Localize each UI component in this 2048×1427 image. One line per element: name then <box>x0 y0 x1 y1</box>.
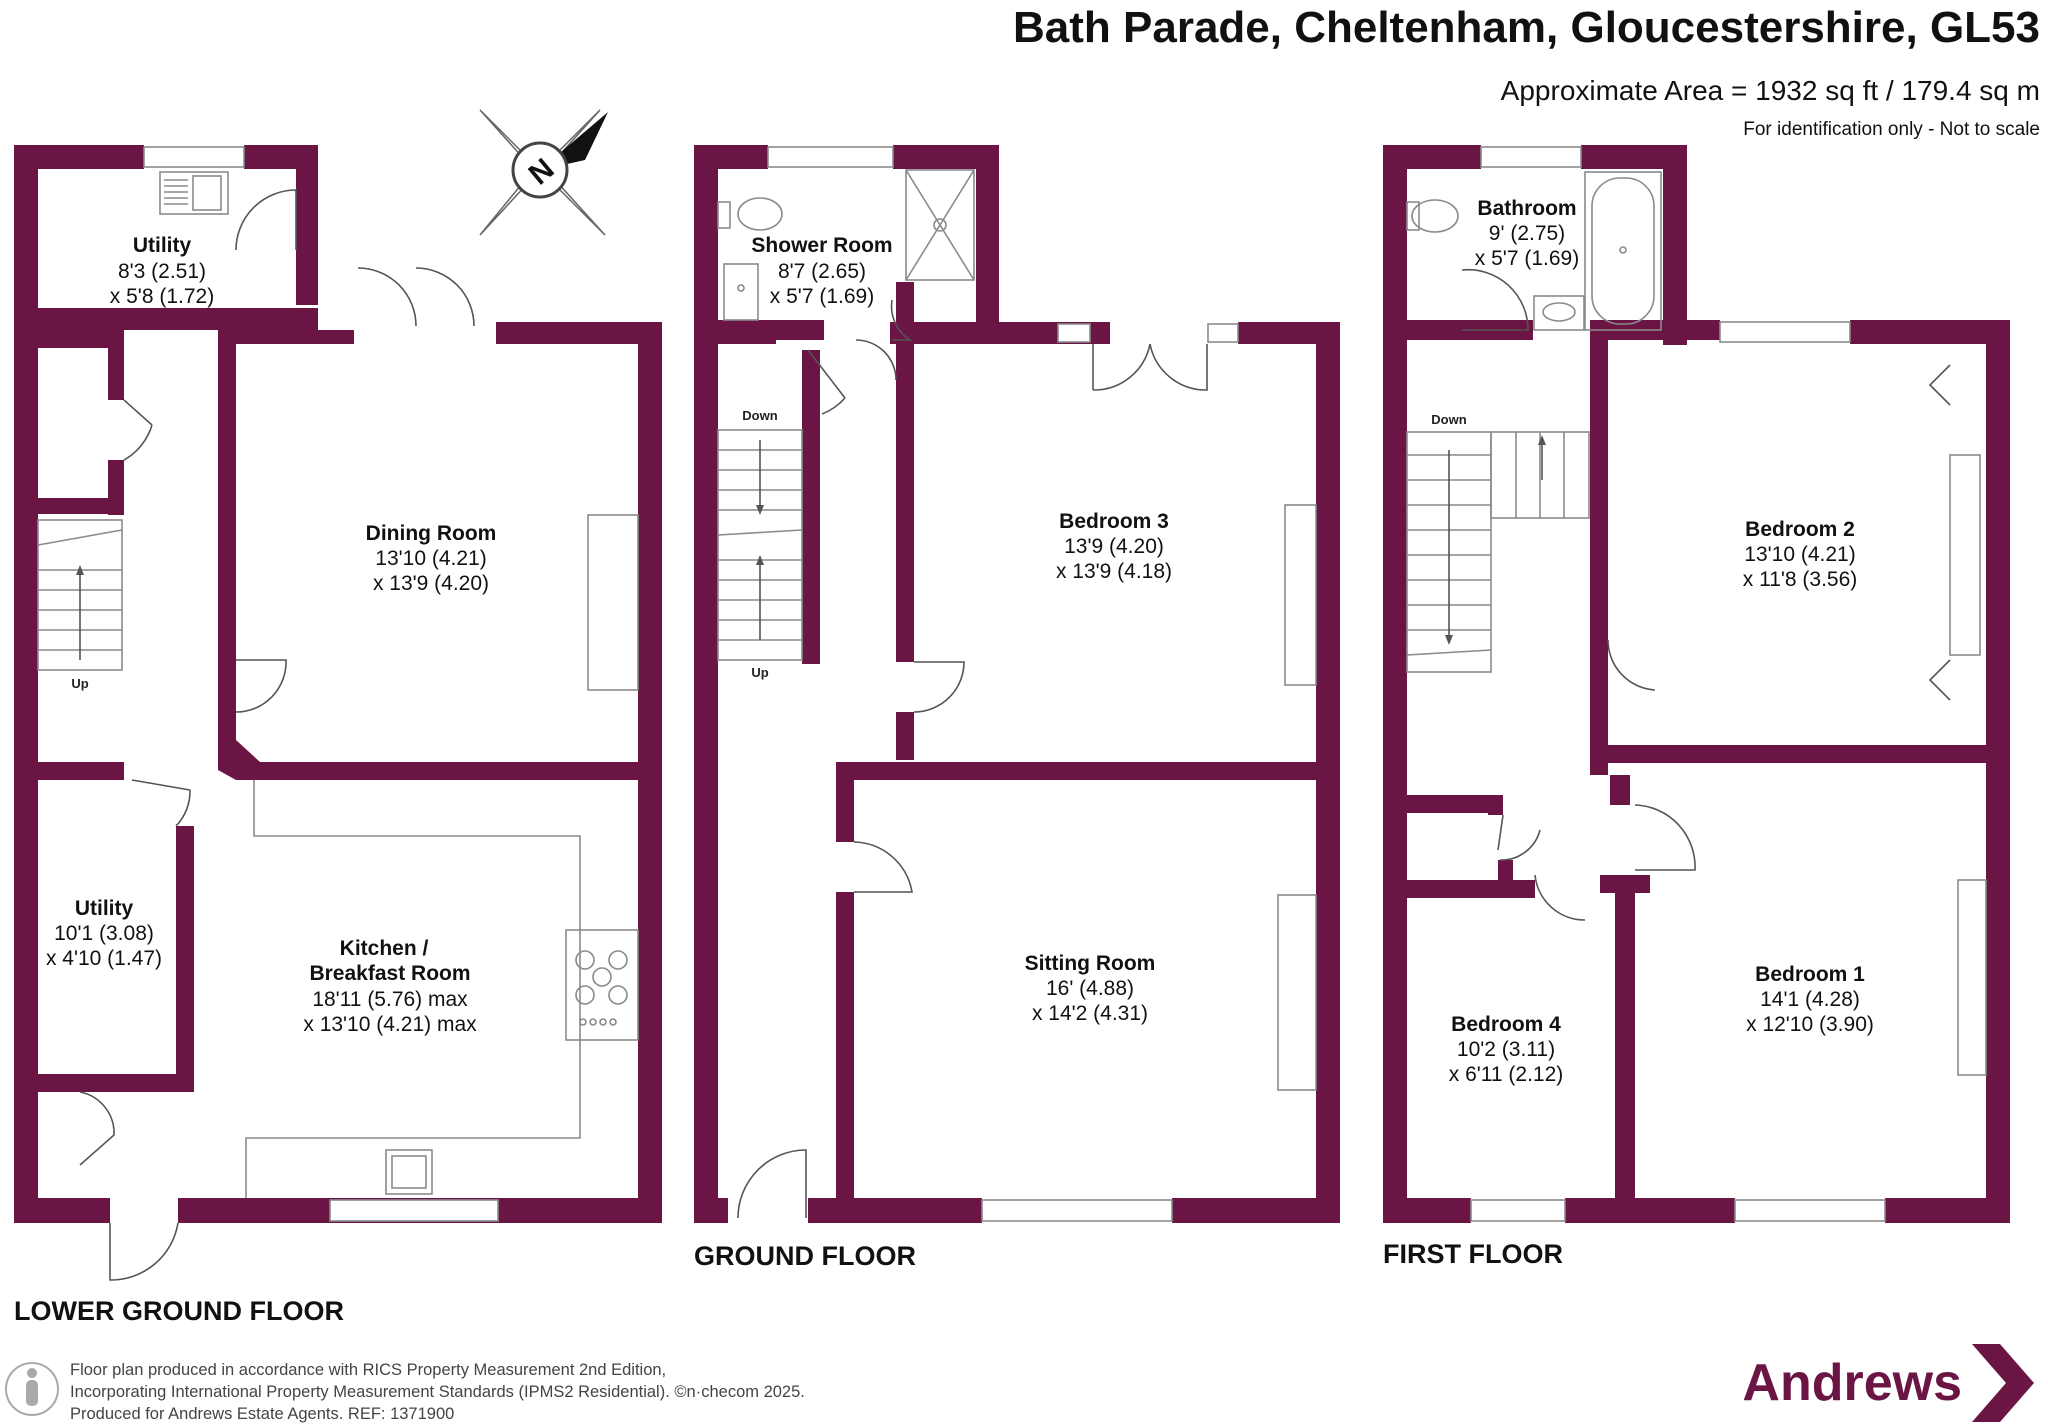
room-dim-dining-2: x 13'9 (4.20) <box>373 572 489 595</box>
disclaimer: For identification only - Not to scale <box>1743 119 2040 140</box>
room-name-bedroom3: Bedroom 3 <box>1059 510 1169 533</box>
room-name-bathroom: Bathroom <box>1477 197 1576 220</box>
room-name-bedroom4: Bedroom 4 <box>1451 1013 1561 1036</box>
stairs-up-label: Up <box>71 676 88 691</box>
ground-floor-plan: Down Up Shower Room 8'7 (2.65) x 5'7 (1.… <box>694 145 1340 1271</box>
room-name-dining: Dining Room <box>366 522 497 545</box>
room-dim-bedroom3-1: 13'9 (4.20) <box>1064 535 1164 558</box>
room-dim-kitchen-1: 18'11 (5.76) max <box>312 988 468 1011</box>
room-dim-shower-2: x 5'7 (1.69) <box>770 285 874 308</box>
first-floor-plan: Down Bathroom 9' (2.75) x 5'7 (1.69) Bed… <box>1383 145 2010 1269</box>
floor-label-lower: LOWER GROUND FLOOR <box>14 1296 344 1326</box>
room-dim-bedroom1-2: x 12'10 (3.90) <box>1746 1013 1874 1036</box>
room-dim-bedroom2-2: x 11'8 (3.56) <box>1743 568 1858 591</box>
accessibility-icon <box>5 1362 59 1416</box>
room-dim-bedroom4-2: x 6'11 (2.12) <box>1449 1063 1564 1086</box>
room-name-bedroom1: Bedroom 1 <box>1755 963 1865 986</box>
footer-line-2: Incorporating International Property Mea… <box>70 1383 805 1401</box>
room-dim-sitting-2: x 14'2 (4.31) <box>1032 1002 1148 1025</box>
room-dim-bathroom-1: 9' (2.75) <box>1489 222 1565 245</box>
footer-line-3: Produced for Andrews Estate Agents. REF:… <box>70 1405 454 1423</box>
floor-label-ground: GROUND FLOOR <box>694 1241 916 1271</box>
room-name-kitchen-1: Kitchen / <box>340 937 429 960</box>
room-dim-bathroom-2: x 5'7 (1.69) <box>1475 247 1579 270</box>
room-dim-bedroom4-1: 10'2 (3.11) <box>1457 1038 1555 1061</box>
room-name-sitting: Sitting Room <box>1025 952 1156 975</box>
first-stairs: Down <box>1406 412 1590 673</box>
room-name-shower: Shower Room <box>751 234 892 257</box>
compass-icon: N <box>479 109 608 236</box>
brand-logo-text: Andrews <box>1742 1354 1962 1412</box>
room-dim-bedroom1-1: 14'1 (4.28) <box>1760 988 1860 1011</box>
room-dim-bedroom3-2: x 13'9 (4.18) <box>1056 560 1172 583</box>
room-dim-bedroom2-1: 13'10 (4.21) <box>1744 543 1855 566</box>
footer-line-1: Floor plan produced in accordance with R… <box>70 1361 666 1379</box>
room-dim-utility-left-2: x 4'10 (1.47) <box>46 947 162 970</box>
stairs-down-label-ground: Down <box>742 408 777 423</box>
room-name-kitchen-2: Breakfast Room <box>309 962 470 985</box>
room-dim-utility-top-2: x 5'8 (1.72) <box>110 285 214 308</box>
room-dim-kitchen-2: x 13'10 (4.21) max <box>303 1013 477 1036</box>
room-dim-dining-1: 13'10 (4.21) <box>375 547 486 570</box>
room-dim-utility-top-1: 8'3 (2.51) <box>118 260 206 283</box>
approximate-area: Approximate Area = 1932 sq ft / 179.4 sq… <box>1501 75 2040 106</box>
property-title: Bath Parade, Cheltenham, Gloucestershire… <box>1013 3 2040 52</box>
room-dim-sitting-1: 16' (4.88) <box>1046 977 1134 1000</box>
stairs-down-label-first: Down <box>1431 412 1466 427</box>
room-name-bedroom2: Bedroom 2 <box>1745 518 1855 541</box>
lower-ground-floor-plan: Up Utility 8'3 (2.51) x 5'8 (1.72) Dinin… <box>14 145 662 1326</box>
room-dim-shower-1: 8'7 (2.65) <box>778 260 866 283</box>
ground-stairs: Down Up <box>717 408 803 680</box>
room-dim-utility-left-1: 10'1 (3.08) <box>54 922 154 945</box>
stairs-up-label-ground: Up <box>751 665 768 680</box>
brand-chevron-icon <box>1972 1344 2034 1422</box>
room-name-utility-top: Utility <box>133 234 192 257</box>
room-name-utility-left: Utility <box>75 897 134 920</box>
floor-label-first: FIRST FLOOR <box>1383 1239 1563 1269</box>
lower-stairs: Up <box>37 519 123 691</box>
